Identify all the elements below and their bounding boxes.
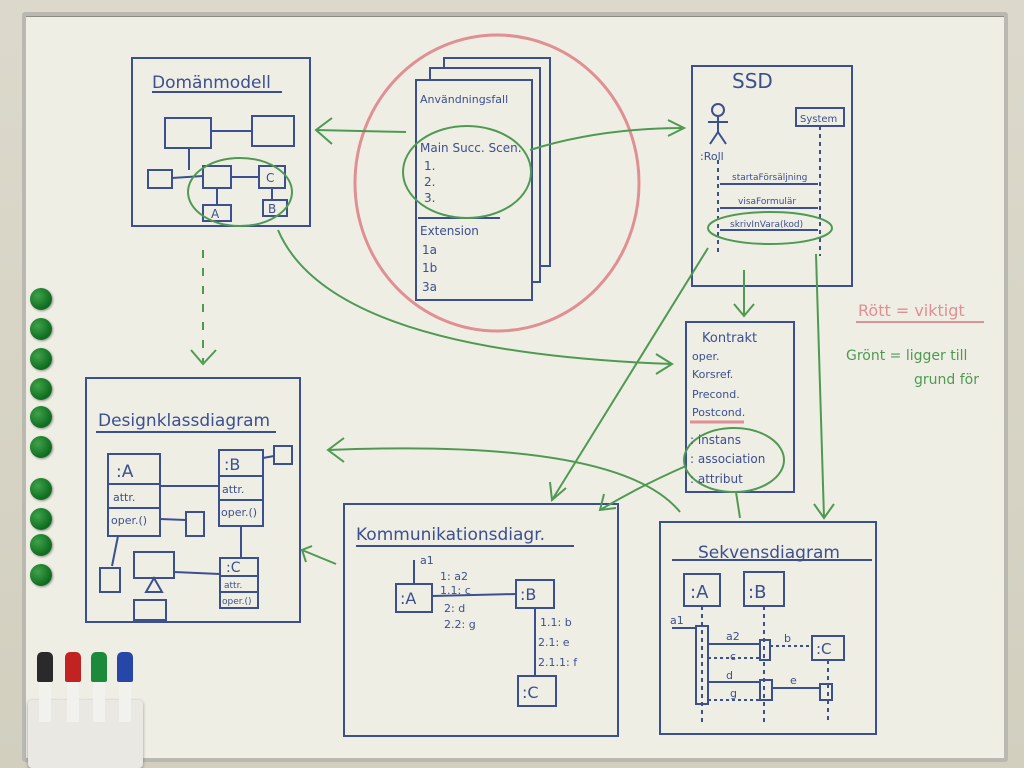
ssd-highlight	[707, 211, 833, 245]
designklass-attr-b: attr.	[222, 483, 244, 496]
designklass-title: Designklassdiagram	[98, 411, 270, 431]
domanmodell-box	[131, 57, 311, 227]
magnet	[30, 478, 52, 500]
domanmodell-label-c: C	[266, 171, 274, 185]
use-case-main: Main Succ. Scen.	[420, 141, 522, 155]
legend-red: Rött = viktigt	[858, 301, 965, 320]
designklass-oper-b: oper.()	[221, 506, 257, 519]
kontrakt-title: Kontrakt	[702, 331, 757, 346]
kommunikation-msg-b2: 2.1: e	[538, 636, 570, 649]
use-case-step-2: 2.	[424, 175, 435, 189]
kontrakt-item-2: : association	[690, 452, 765, 466]
magnet	[30, 534, 52, 556]
legend-green-line2: grund för	[914, 372, 979, 388]
kontrakt-line-1: oper.	[692, 350, 720, 363]
ssd-msg-1: startaFörsäljning	[732, 173, 807, 183]
designklass-oper-c: oper.()	[222, 597, 252, 607]
kommunikation-title: Kommunikationsdiagr.	[356, 525, 545, 545]
kommunikation-msg-b1: 1.1: b	[540, 616, 572, 629]
marker-red[interactable]	[65, 652, 81, 730]
domanmodell-title: Domänmodell	[152, 73, 271, 93]
magnet	[30, 378, 52, 400]
designklass-class-b: :B	[224, 455, 240, 474]
use-case-step-3: 3.	[424, 191, 435, 205]
designklass-attr-c: attr.	[224, 581, 242, 591]
sekvens-msg-d: d	[726, 669, 733, 682]
kontrakt-item-3: : attribut	[690, 472, 743, 486]
sekvens-title: Sekvensdiagram	[698, 543, 840, 563]
kommunikation-c: :C	[522, 683, 539, 702]
marker-black[interactable]	[37, 652, 53, 730]
sekvens-a: :A	[690, 582, 709, 603]
magnet	[30, 348, 52, 370]
sekvens-b: :B	[748, 582, 766, 603]
use-case-title: Användningsfall	[420, 93, 508, 106]
use-case-ext-3: 3a	[422, 280, 437, 294]
kontrakt-item-1: : instans	[690, 433, 741, 447]
sekvens-msg-g: g	[730, 687, 737, 700]
legend-green-line1: Grönt = ligger till	[846, 348, 967, 364]
magnet	[30, 436, 52, 458]
designklass-oper-a: oper.()	[111, 514, 147, 527]
sekvens-msg-e: e	[790, 674, 797, 687]
domanmodell-label-b: B	[268, 202, 276, 216]
kontrakt-highlight	[683, 427, 785, 493]
kommunikation-msg-1: 1: a2	[440, 570, 468, 583]
use-case-ext-1: 1a	[422, 243, 437, 257]
magnet	[30, 508, 52, 530]
sekvens-msg-b: b	[784, 632, 791, 645]
magnet	[30, 288, 52, 310]
sekvens-msg-c: c	[730, 650, 736, 663]
designklass-attr-a: attr.	[113, 491, 135, 504]
marker-blue[interactable]	[117, 652, 133, 730]
domanmodell-highlight	[187, 157, 293, 227]
use-case-stack	[415, 57, 551, 301]
use-case-step-1: 1.	[424, 159, 435, 173]
designklass-class-a: :A	[116, 462, 134, 482]
kommunikation-msg-3: 2: d	[444, 602, 465, 615]
marker-green[interactable]	[91, 652, 107, 730]
ssd-actor: :Roll	[700, 150, 724, 163]
sekvens-box	[659, 521, 877, 735]
ssd-system: System	[800, 114, 837, 125]
designklass-box	[85, 377, 301, 623]
kontrakt-line-2: Korsref.	[692, 368, 733, 381]
magnet	[30, 564, 52, 586]
main-scenario-highlight	[402, 125, 532, 219]
kommunikation-msg-2: 1.1: c	[440, 584, 471, 597]
ssd-msg-2: visaFormulär	[738, 197, 796, 207]
kommunikation-a1: a1	[420, 554, 434, 567]
kommunikation-a: :A	[400, 589, 416, 608]
kommunikation-msg-b3: 2.1.1: f	[538, 656, 578, 669]
use-case-red-circle	[353, 33, 641, 333]
magnet	[30, 406, 52, 428]
kommunikation-msg-4: 2.2: g	[444, 618, 476, 631]
magnet	[30, 318, 52, 340]
designklass-class-c: :C	[226, 560, 241, 576]
domanmodell-label-a: A	[211, 207, 220, 221]
green-arrows	[190, 117, 835, 565]
sekvens-msg-a1: a1	[670, 614, 684, 627]
ssd-title: SSD	[732, 69, 773, 93]
ssd-box	[691, 65, 853, 287]
kontrakt-line-3: Precond.	[692, 388, 740, 401]
kommunikation-box	[343, 503, 619, 737]
sekvens-c: :C	[816, 640, 832, 658]
use-case-extension-title: Extension	[420, 224, 479, 238]
ssd-msg-3: skrivInVara(kod)	[730, 220, 803, 230]
sekvens-msg-a2: a2	[726, 630, 740, 643]
kommunikation-b: :B	[520, 585, 536, 604]
kontrakt-line-4: Postcond.	[692, 406, 745, 419]
use-case-ext-2: 1b	[422, 261, 437, 275]
